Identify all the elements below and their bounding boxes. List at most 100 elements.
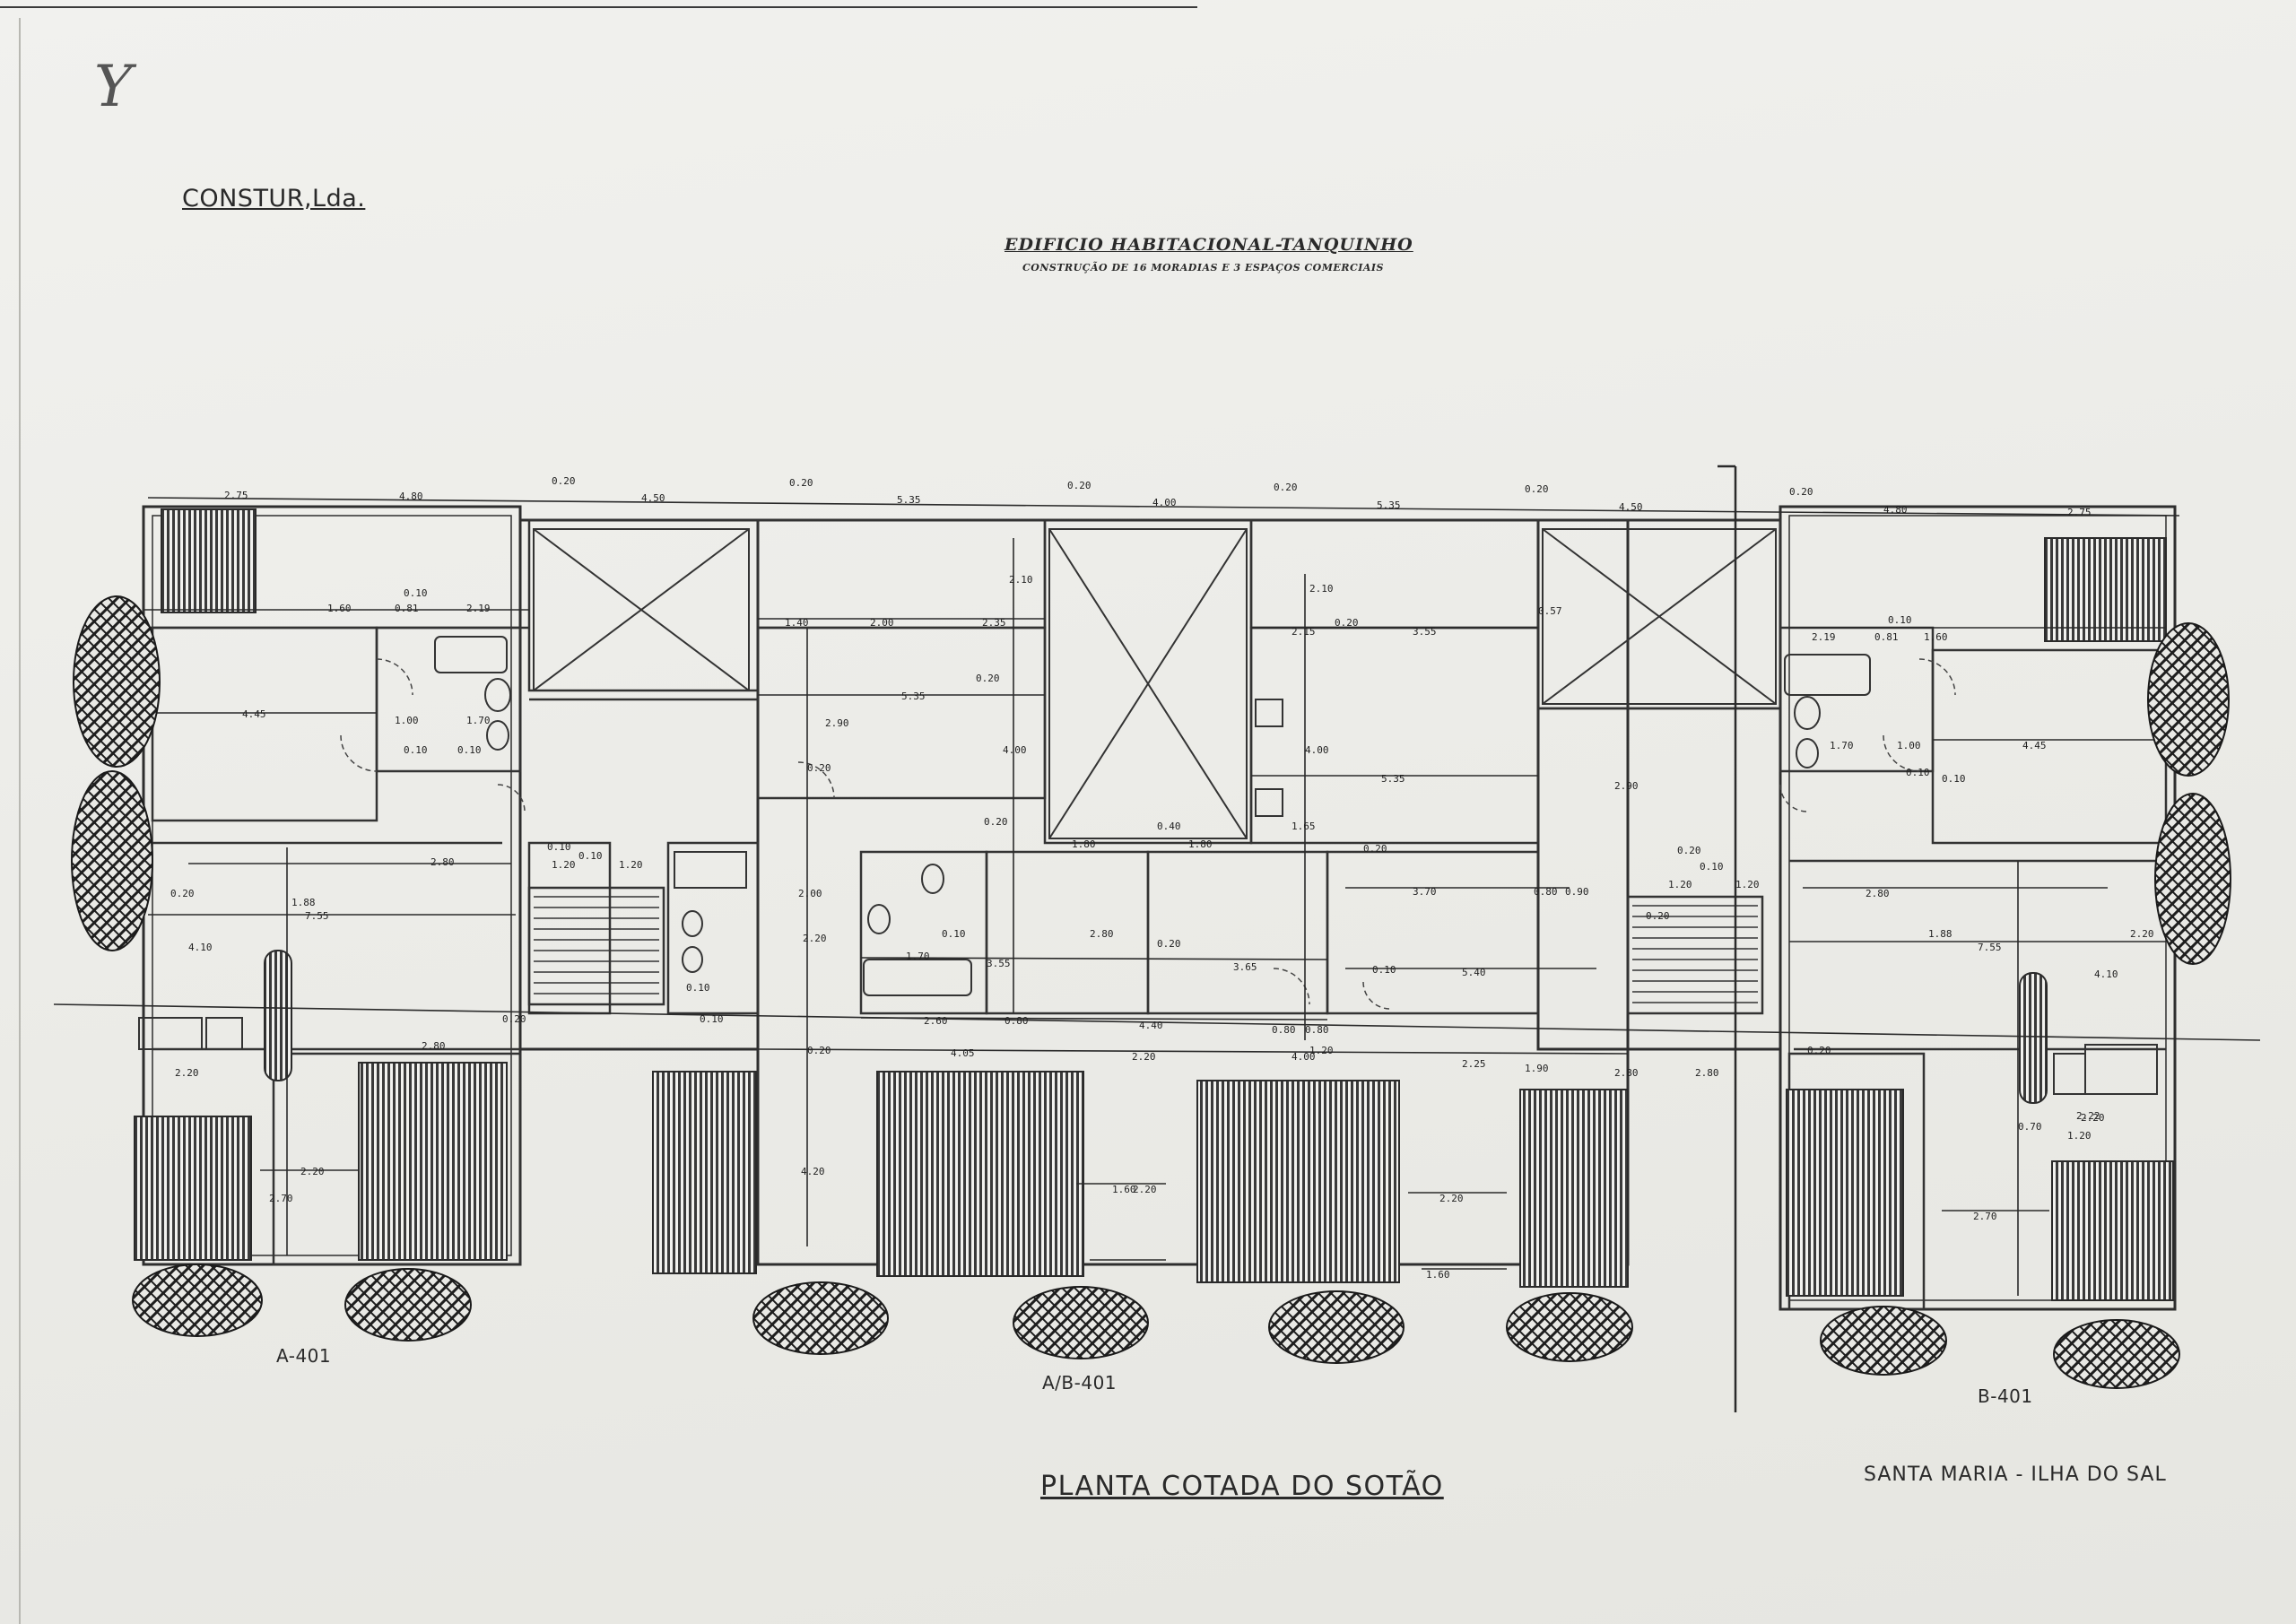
dimension-label: 2.35 [982,617,1006,629]
dimension-label: 7.55 [1978,942,2002,953]
dimension-label: 0.90 [1565,886,1589,898]
dimension-label: 0.20 [1363,843,1387,855]
dimension-label: 1.20 [1309,1045,1334,1056]
dimension-label: 0.70 [2018,1121,2042,1133]
dimension-label: 1.20 [619,859,643,871]
dimension-label: 0.10 [457,744,482,756]
dimension-label: 7.55 [305,910,329,922]
dimension-label: 1.88 [1928,928,1952,940]
dimension-label: 2.15 [1292,626,1316,638]
dimension-label: 2.20 [175,1067,199,1079]
dimension-label: 2.80 [422,1040,446,1052]
dimension-label: 4.80 [399,491,423,502]
drawing-location: SANTA MARIA - ILHA DO SAL [1864,1463,2167,1486]
dimension-label: 1.20 [1668,879,1692,890]
dimension-label: 2.22 [2076,1110,2100,1122]
dimension-label: 0.20 [1335,617,1359,629]
dimension-label: 0.10 [404,587,428,599]
dimension-label: 1.70 [1830,740,1854,751]
dimension-label: 0.20 [1067,480,1091,491]
dimension-label: 4.00 [1152,497,1177,508]
dimension-label: 4.00 [1305,744,1329,756]
dimension-label: 0.10 [578,850,603,862]
dimension-label: 1.80 [1072,838,1096,850]
dimension-label: 0.10 [700,1013,724,1025]
dimension-label: 0.80 [1534,886,1558,898]
dimension-label: 4.45 [242,708,266,720]
dimension-label: 1.60 [1426,1269,1450,1281]
dimension-label: 2.80 [1090,928,1114,940]
unit-label-right: B-401 [1978,1385,2033,1407]
dimension-label: 2.80 [1614,1067,1639,1079]
dimension-label: 2.60 [924,1015,948,1027]
dimension-label: 1.00 [395,715,419,726]
dimension-label: 0.10 [1700,861,1724,873]
dimension-label: 2.20 [300,1166,325,1177]
drawing-title: PLANTA COTADA DO SOTÃO [1040,1471,1444,1502]
dimension-label: 2.20 [1133,1184,1157,1195]
dimension-label: 2.00 [870,617,894,629]
dimension-label: 5.35 [901,690,926,702]
dimension-label: 4.50 [641,492,665,504]
dimension-label: 0.20 [1274,482,1298,493]
dimension-label: 0.20 [807,1045,831,1056]
dimension-label: 2.10 [1009,574,1033,586]
dimension-label: 4.00 [1292,1051,1316,1063]
dimension-label: 0.10 [942,928,966,940]
dimension-label: 2.19 [466,603,491,614]
dimension-label: 0.20 [807,762,831,774]
dimension-label: 2.70 [269,1193,293,1204]
dimension-label: 2.75 [224,490,248,501]
dimension-label: 0.10 [547,841,571,853]
dimension-label: 0.57 [1538,605,1562,617]
dimension-label: 0.10 [1372,964,1396,976]
dimension-label: 4.80 [1883,504,1908,516]
dimension-label: 0.20 [1157,938,1181,950]
project-subtitle: CONSTRUÇÃO DE 16 MORADIAS E 3 ESPAÇOS CO… [1022,262,1384,274]
dimension-label: 0.10 [686,982,710,994]
dimension-label: 0.80 [1004,1015,1029,1027]
dimension-label: 0.20 [1677,845,1701,856]
dimension-label: 1.60 [327,603,352,614]
dimension-label: 4.00 [1003,744,1027,756]
dimension-label: 2.70 [1973,1211,1997,1222]
dimension-label: 0.10 [1888,614,1912,626]
dimension-label: 2.00 [798,888,822,899]
dimension-label: 1.20 [2067,1130,2092,1142]
dimension-label: 0.20 [984,816,1008,828]
dimension-label: 4.50 [1619,501,1643,513]
dimension-label: 2.90 [825,717,849,729]
dimension-label: 1.60 [1924,631,1948,643]
dimension-label: 1.80 [1188,838,1213,850]
project-title: EDIFICIO HABITACIONAL-TANQUINHO [1004,235,1413,255]
dimension-label: 0.20 [976,673,1000,684]
dimension-label: 0.20 [1646,910,1670,922]
dimension-label: 4.45 [2022,740,2047,751]
dimension-label: 2.20 [803,933,827,944]
dimension-label: 2.90 [1614,780,1639,792]
dimension-label: 0.20 [502,1013,526,1025]
dimension-label: 5.35 [897,494,921,506]
dimension-label: 0.20 [1525,483,1549,495]
dimension-label: 1.00 [1897,740,1921,751]
dimension-label: 2.20 [1439,1193,1464,1204]
dimension-label: 3.70 [1413,886,1437,898]
dimension-label: 2.80 [430,856,455,868]
dimension-label: 0.20 [552,475,576,487]
dimension-label: 0.20 [170,888,195,899]
dimension-label: 0.10 [1906,767,1930,778]
dimension-label: 4.20 [801,1166,825,1177]
handwritten-initial: Y [94,54,133,120]
dimension-label: 0.20 [1789,486,1813,498]
dimension-label: 0.80 [1272,1024,1296,1036]
dimension-label: 0.81 [1874,631,1899,643]
dimension-label: 4.05 [951,1047,975,1059]
unit-label-center: A/B-401 [1042,1372,1118,1394]
dimension-label: 2.75 [2067,507,2092,518]
dimension-label: 3.55 [1413,626,1437,638]
dimension-label: 5.40 [1462,967,1486,978]
dimension-label: 0.20 [1807,1045,1831,1056]
dimension-label: 4.10 [2094,968,2118,980]
